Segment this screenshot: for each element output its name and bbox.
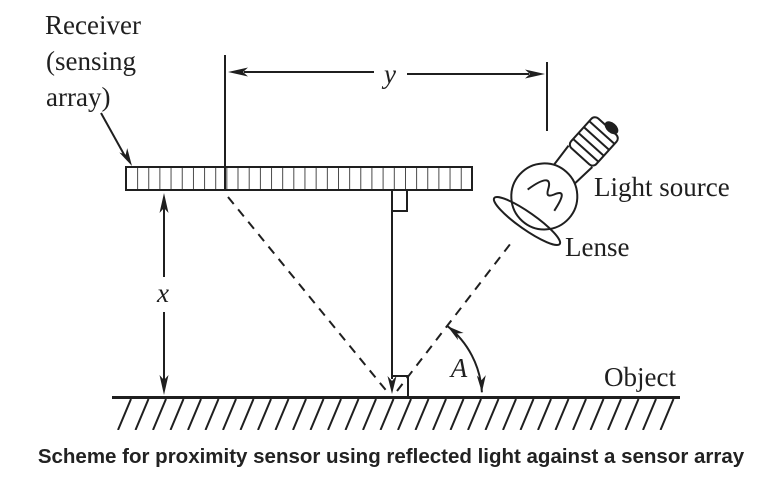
light-bulb-icon bbox=[510, 116, 619, 231]
dim-x-arrowhead-bottom bbox=[159, 375, 169, 395]
bulb-base-ridge bbox=[577, 132, 605, 157]
bulb-filament bbox=[527, 179, 563, 212]
angle-label: A bbox=[449, 353, 468, 383]
bulb-base-ridge bbox=[583, 126, 610, 151]
object-label: Object bbox=[604, 362, 676, 392]
receiver-label-line2: (sensing bbox=[46, 46, 136, 76]
receiver-array-bar bbox=[125, 166, 473, 191]
normal-arrowhead bbox=[387, 376, 397, 394]
receiver-pointer-arrowhead bbox=[119, 148, 132, 166]
bulb-neck-right bbox=[574, 166, 594, 185]
dim-x-label: x bbox=[156, 278, 169, 308]
dim-y-label: y bbox=[381, 59, 396, 89]
bulb-tip bbox=[604, 121, 619, 135]
angle-arc-arrowhead-lower bbox=[476, 375, 486, 393]
bulb-base-ridge bbox=[572, 138, 600, 163]
figure-caption: Scheme for proximity sensor using reflec… bbox=[38, 445, 745, 468]
receiver-label-line3: array) bbox=[46, 82, 110, 112]
lens-label: Lense bbox=[565, 232, 629, 262]
bulb-base-ridge bbox=[588, 120, 616, 145]
light-source-label: Light source bbox=[594, 172, 730, 202]
bulb-neck-left bbox=[553, 144, 570, 166]
reflected-ray-dashed bbox=[227, 196, 390, 395]
bulb-globe bbox=[510, 162, 579, 231]
receiver-pointer-line bbox=[100, 112, 127, 159]
ground-hatching bbox=[116, 399, 676, 430]
lens-shape bbox=[492, 196, 562, 246]
angle-arc-arrowhead-upper bbox=[447, 326, 464, 341]
receiver-label-line1: Receiver bbox=[45, 10, 141, 40]
right-angle-mark-bottom bbox=[392, 375, 409, 396]
right-angle-mark-top bbox=[392, 191, 408, 212]
dim-y-arrowhead-right bbox=[525, 69, 545, 79]
dim-x-arrowhead-top bbox=[159, 193, 169, 213]
dim-y-arrowhead-left bbox=[228, 67, 248, 77]
